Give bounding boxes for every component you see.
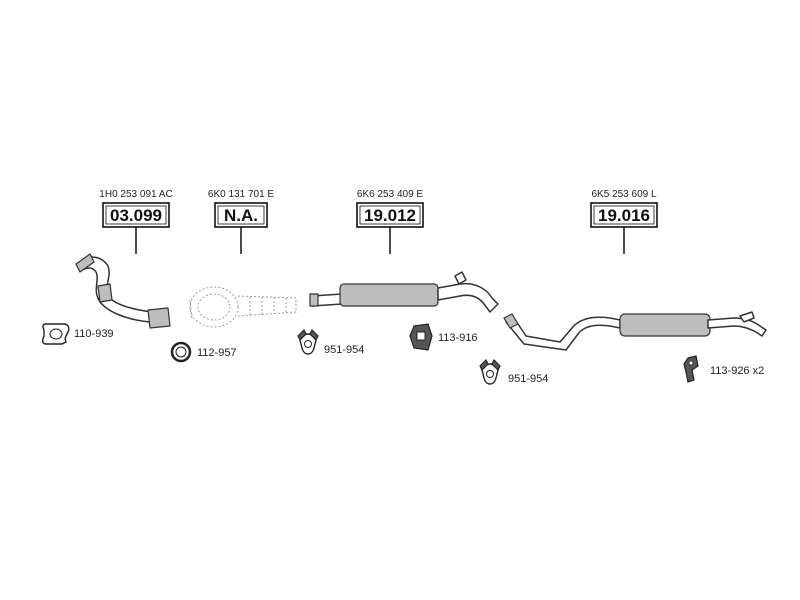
part-113-916[interactable]: 113-916 bbox=[409, 323, 478, 351]
pipe-clamp-icon bbox=[479, 358, 501, 385]
part-951-954-b[interactable]: 951-954 bbox=[479, 358, 548, 385]
part-code: 03.099 bbox=[110, 206, 162, 225]
gasket-icon bbox=[41, 323, 70, 345]
catalytic-converter-icon bbox=[189, 286, 297, 328]
part-label: 112-957 bbox=[197, 347, 237, 359]
part-code: 19.012 bbox=[364, 206, 416, 225]
oe-number: 6K0 131 701 E bbox=[208, 189, 274, 200]
oe-number: 6K6 253 409 E bbox=[357, 189, 423, 200]
part-112-957[interactable]: 112-957 bbox=[170, 341, 237, 363]
part-110-939[interactable]: 110-939 bbox=[41, 323, 114, 345]
part-label: 113-916 bbox=[438, 332, 478, 344]
pipe-clamp-icon bbox=[297, 328, 319, 355]
assembly-front-pipe[interactable]: 1H0 253 091 AC 03.099 bbox=[75, 189, 173, 329]
part-label: 951-954 bbox=[324, 344, 364, 356]
assembly-middle-silencer[interactable]: 6K6 253 409 E 19.012 bbox=[309, 189, 499, 313]
part-951-954-a[interactable]: 951-954 bbox=[297, 328, 364, 356]
part-label: 113-926 x2 bbox=[710, 365, 764, 377]
rubber-mount-icon bbox=[409, 323, 433, 351]
part-113-926[interactable]: 113-926 x2 bbox=[683, 355, 764, 383]
ring-gasket-icon bbox=[170, 341, 192, 363]
oe-number: 6K5 253 609 L bbox=[591, 189, 656, 200]
hanger-icon bbox=[683, 355, 699, 383]
part-label: 951-954 bbox=[508, 373, 548, 385]
part-code: 19.016 bbox=[598, 206, 650, 225]
front-pipe-icon bbox=[75, 253, 171, 329]
middle-silencer-icon bbox=[309, 271, 499, 313]
part-label: 110-939 bbox=[74, 328, 114, 340]
oe-number: 1H0 253 091 AC bbox=[99, 189, 172, 200]
assembly-rear-silencer[interactable]: 6K5 253 609 L 19.016 bbox=[503, 189, 767, 351]
assembly-catalytic-converter[interactable]: 6K0 131 701 E N.A. bbox=[189, 189, 297, 328]
part-code: N.A. bbox=[224, 206, 258, 225]
rear-silencer-icon bbox=[503, 311, 767, 351]
